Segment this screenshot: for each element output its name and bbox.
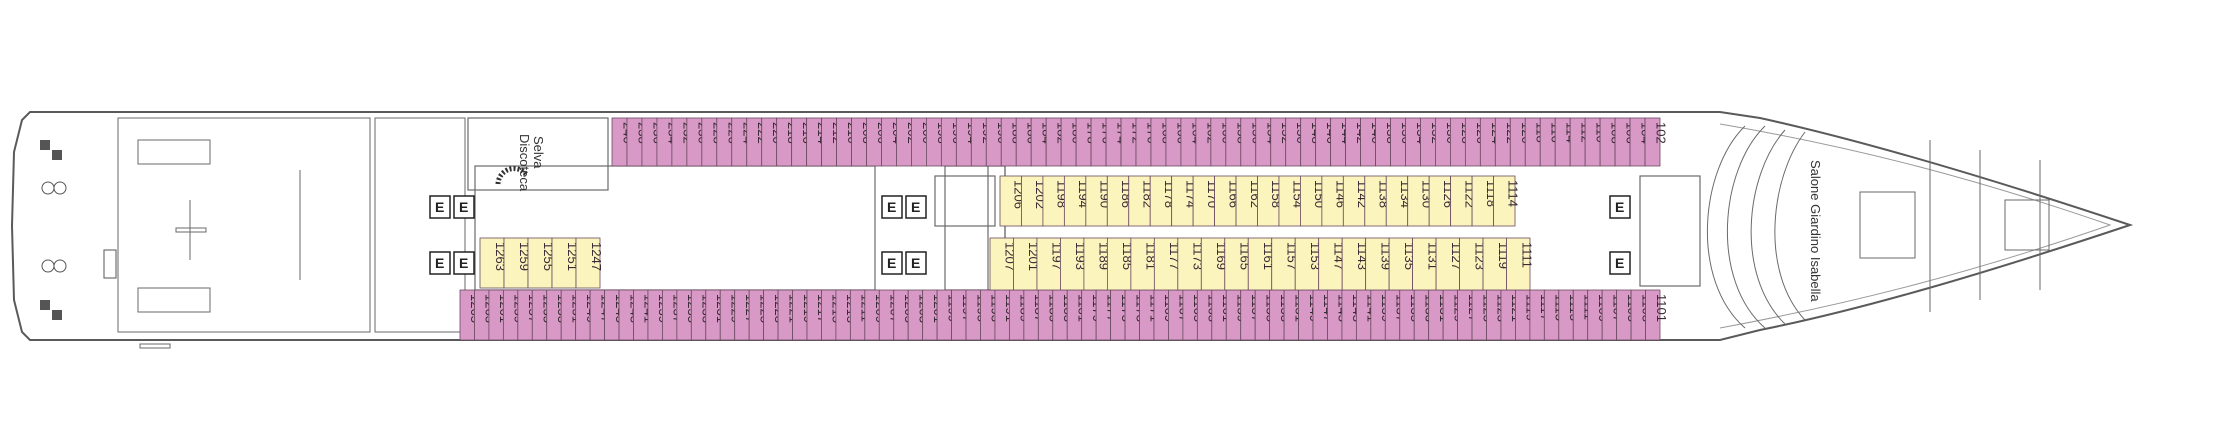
elevator-box — [453, 251, 475, 275]
elevator-box — [1609, 195, 1631, 219]
salone-label-text: Salone Giardino Isabella — [1808, 160, 1823, 302]
cabin-number: 102 — [1654, 122, 1669, 144]
elevator-box — [905, 195, 927, 219]
elevator-6: E — [905, 195, 927, 219]
cabin-box[interactable] — [551, 237, 577, 289]
cabin-number: 1111 — [1519, 242, 1534, 268]
elevator-label: E — [459, 255, 468, 271]
elevator-2: E — [453, 195, 475, 219]
aft-deck-furniture — [40, 140, 117, 320]
elevator-label: E — [1615, 199, 1624, 215]
elevator-box — [905, 251, 927, 275]
cabin-box[interactable] — [1506, 237, 1531, 291]
elevator-4: E — [453, 251, 475, 275]
cabin-box[interactable] — [1645, 289, 1661, 341]
cabin-1158[interactable]: 1158 — [1257, 175, 1285, 227]
disco-label-line2: Selva — [531, 136, 546, 169]
cabin-box[interactable] — [1493, 175, 1516, 227]
cabin-box[interactable] — [1644, 117, 1661, 167]
disco-label: Discoteca Selva — [517, 134, 546, 192]
cabin-box[interactable] — [575, 237, 601, 289]
elevator-box — [881, 251, 903, 275]
elevator-5: E — [881, 195, 903, 219]
elevator-box — [429, 251, 451, 275]
disco-stair-icon — [495, 166, 528, 185]
cabin-1114[interactable]: 1114 — [1493, 175, 1521, 227]
elevator-box — [453, 195, 475, 219]
cabin-number: 1247 — [589, 242, 604, 271]
cabin-number: 1101 — [1654, 294, 1669, 322]
cabin-1101[interactable]: 1101 — [1645, 289, 1669, 341]
elevator-1: E — [429, 195, 451, 219]
cabin-number: 1114 — [1505, 180, 1520, 207]
elevator-label: E — [459, 199, 468, 215]
elevator-label: E — [435, 199, 444, 215]
elevator-label: E — [435, 255, 444, 271]
cabin-102[interactable]: 102 — [1644, 117, 1669, 167]
elevator-label: E — [887, 255, 896, 271]
cabin-1111[interactable]: 1111 — [1506, 237, 1535, 291]
aft-open-deck — [117, 117, 466, 349]
disco-label-line1: Discoteca — [517, 134, 532, 192]
elevator-label: E — [911, 199, 920, 215]
elevator-10: E — [1609, 251, 1631, 275]
cabin-1247[interactable]: 1247 — [575, 237, 604, 289]
cabin-box[interactable] — [503, 237, 529, 289]
elevator-3: E — [429, 251, 451, 275]
elevator-8: E — [905, 251, 927, 275]
elevator-9: E — [1609, 195, 1631, 219]
elevator-box — [429, 195, 451, 219]
salone-label: Salone Giardino Isabella — [1808, 160, 1823, 302]
elevator-label: E — [911, 255, 920, 271]
elevator-label: E — [887, 199, 896, 215]
cabins-layer: 2402382362342322302282262242222202182162… — [459, 117, 1669, 341]
elevator-7: E — [881, 251, 903, 275]
elevator-box — [1609, 251, 1631, 275]
elevator-label: E — [1615, 255, 1624, 271]
cabin-box[interactable] — [527, 237, 553, 289]
forward-lounge — [1707, 125, 2050, 329]
elevator-box — [881, 195, 903, 219]
bow-inner-line — [1719, 123, 2112, 329]
